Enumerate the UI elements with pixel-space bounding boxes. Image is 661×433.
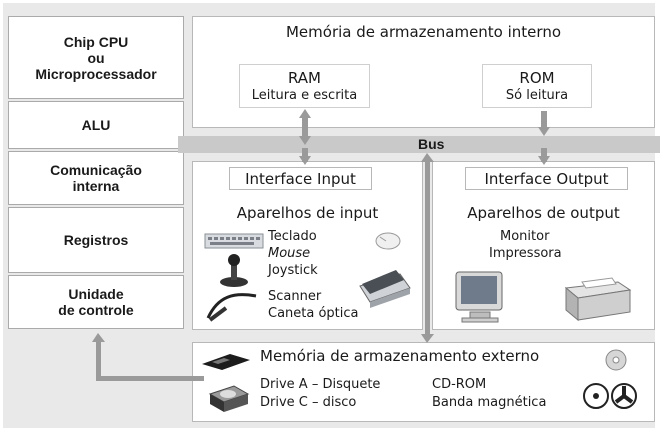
- system-bus: Bus: [178, 136, 660, 153]
- input-interface-box: Interface Input: [229, 167, 372, 190]
- output-devices-title: Aparelhos de output: [467, 204, 620, 222]
- keyboard-label: Teclado: [268, 229, 317, 244]
- printer-label: Impressora: [489, 246, 562, 261]
- bus-label: Bus: [418, 136, 445, 152]
- magnetic-tape-icon: [583, 383, 637, 409]
- joystick-label: Joystick: [268, 263, 318, 278]
- rom-label: ROM: [519, 68, 555, 87]
- internal-communication-box: Comunicação interna: [8, 151, 184, 205]
- ram-box: RAM Leitura e escrita: [239, 64, 370, 108]
- drive-c-label: Drive C – disco: [260, 395, 357, 410]
- alu-box: ALU: [8, 101, 184, 149]
- printer-icon: [564, 277, 632, 322]
- rom-description: Só leitura: [505, 87, 569, 103]
- cpu-title: Chip CPU ou Microprocessador: [8, 16, 184, 99]
- input-devices-title: Aparelhos de input: [236, 204, 379, 222]
- external-memory-title: Memória de armazenamento externo: [260, 347, 540, 365]
- mouse-icon: [375, 232, 401, 250]
- cd-rom-icon: [605, 349, 627, 371]
- output-interface-box: Interface Output: [465, 167, 628, 190]
- scanner-label: Scanner: [268, 289, 322, 304]
- rom-box: ROM Só leitura: [482, 64, 592, 108]
- cdrom-label: CD-ROM: [432, 377, 487, 392]
- light-pen-label: Caneta óptica: [268, 306, 359, 321]
- keyboard-icon: [204, 233, 264, 249]
- joystick-icon: [220, 254, 248, 287]
- monitor-icon: [455, 271, 503, 323]
- internal-memory-title: Memória de armazenamento interno: [285, 23, 562, 41]
- tape-label: Banda magnética: [432, 395, 547, 410]
- hard-disk-icon: [208, 385, 250, 412]
- drive-a-label: Drive A – Disquete: [260, 377, 381, 392]
- ram-description: Leitura e escrita: [251, 87, 358, 103]
- external-memory-box: [192, 342, 655, 422]
- control-unit-box: Unidade de controle: [8, 275, 184, 329]
- floppy-disk-icon: [202, 354, 250, 370]
- scanner-icon: [359, 270, 411, 308]
- mouse-label: Mouse: [268, 246, 311, 261]
- registers-box: Registros: [8, 207, 184, 273]
- ram-label: RAM: [287, 68, 322, 87]
- monitor-label: Monitor: [500, 229, 550, 244]
- light-pen-icon: [206, 293, 257, 322]
